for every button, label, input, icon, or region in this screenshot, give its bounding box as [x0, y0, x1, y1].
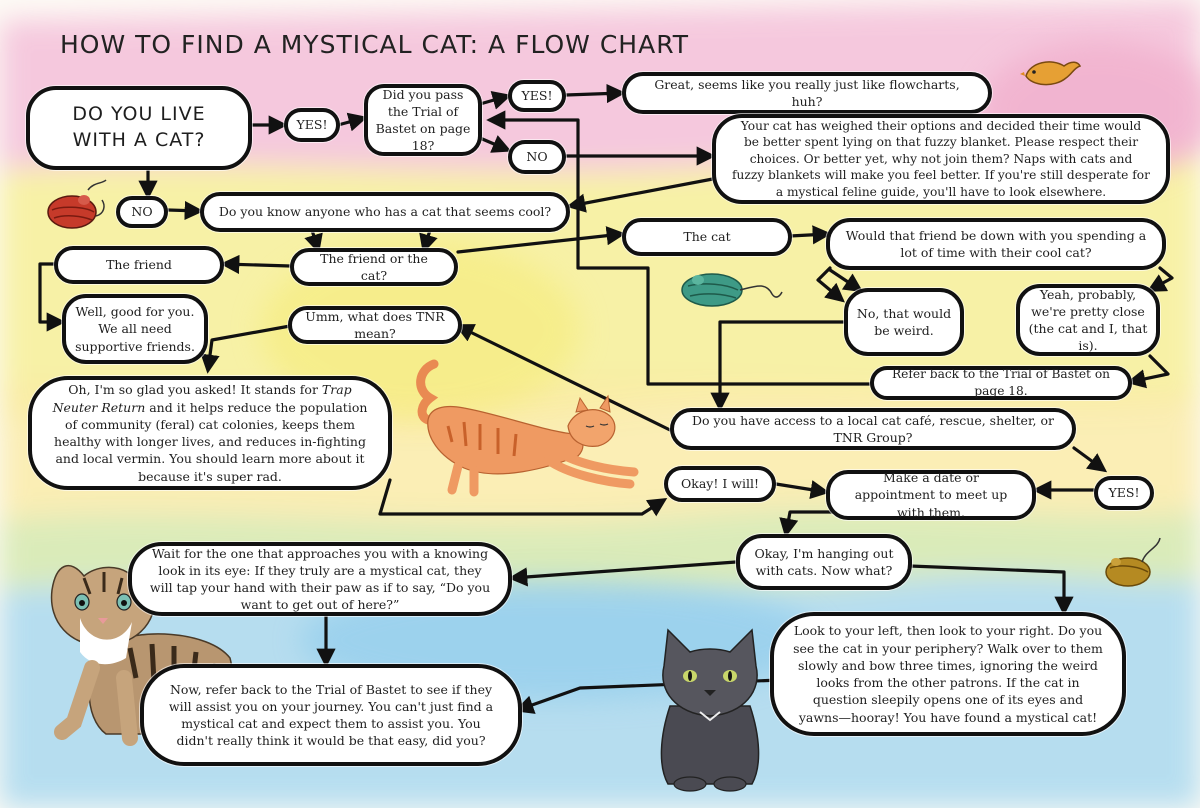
black-cat: [660, 628, 760, 792]
node-yes-2: YES!: [508, 80, 566, 112]
red-toy-mouse-icon: [47, 179, 107, 229]
node-friend-down: Would that friend be down with you spend…: [826, 218, 1166, 270]
node-tnr-explain: Oh, I'm so glad you asked! It stands for…: [28, 376, 392, 490]
node-no-1: NO: [508, 140, 566, 174]
node-hanging-out: Okay, I'm hanging out with cats. Now wha…: [736, 534, 912, 590]
teal-toy-mouse-icon: [681, 273, 783, 307]
orange-bird-icon: [1020, 61, 1082, 86]
node-pretty-close: Yeah, probably, we're pretty close (the …: [1016, 284, 1160, 356]
node-fuzzy-blanket: Your cat has weighed their options and d…: [712, 114, 1170, 204]
node-no-2: NO: [116, 196, 168, 228]
node-look-left: Look to your left, then look to your rig…: [770, 612, 1126, 736]
node-good-for-you: Well, good for you. We all need supporti…: [62, 294, 208, 364]
node-friend-or-cat: The friend or the cat?: [290, 248, 458, 286]
node-make-date: Make a date or appointment to meet up wi…: [826, 470, 1036, 520]
node-trial-pass: Did you pass the Trial of Bastet on page…: [364, 84, 482, 156]
node-refer-trial: Refer back to the Trial of Bastet on pag…: [870, 366, 1132, 400]
node-refer-assist: Now, refer back to the Trial of Bastet t…: [140, 664, 522, 766]
node-know-anyone: Do you know anyone who has a cat that se…: [200, 192, 570, 232]
node-yes-3: YES!: [1094, 476, 1154, 510]
tnr-expansion: Trap Neuter Return: [52, 382, 352, 415]
node-live-with-cat: DO YOU LIVE WITH A CAT?: [26, 86, 252, 170]
node-local-access: Do you have access to a local cat café, …: [670, 408, 1076, 450]
node-no-weird: No, that would be weird.: [844, 288, 964, 356]
orange-stretching-cat: [416, 359, 639, 497]
node-flowcharts: Great, seems like you really just like f…: [622, 72, 992, 114]
node-okay-will: Okay! I will!: [664, 466, 776, 502]
gold-toy-mouse-icon: [1105, 537, 1161, 587]
node-the-cat: The cat: [622, 218, 792, 256]
node-tnr-mean: Umm, what does TNR mean?: [288, 306, 462, 344]
node-yes-1: YES!: [284, 108, 340, 142]
page-title: HOW TO FIND A MYSTICAL CAT: A FLOW CHART: [60, 30, 690, 59]
node-knowing-look: Wait for the one that approaches you wit…: [128, 542, 512, 616]
node-the-friend: The friend: [54, 246, 224, 284]
